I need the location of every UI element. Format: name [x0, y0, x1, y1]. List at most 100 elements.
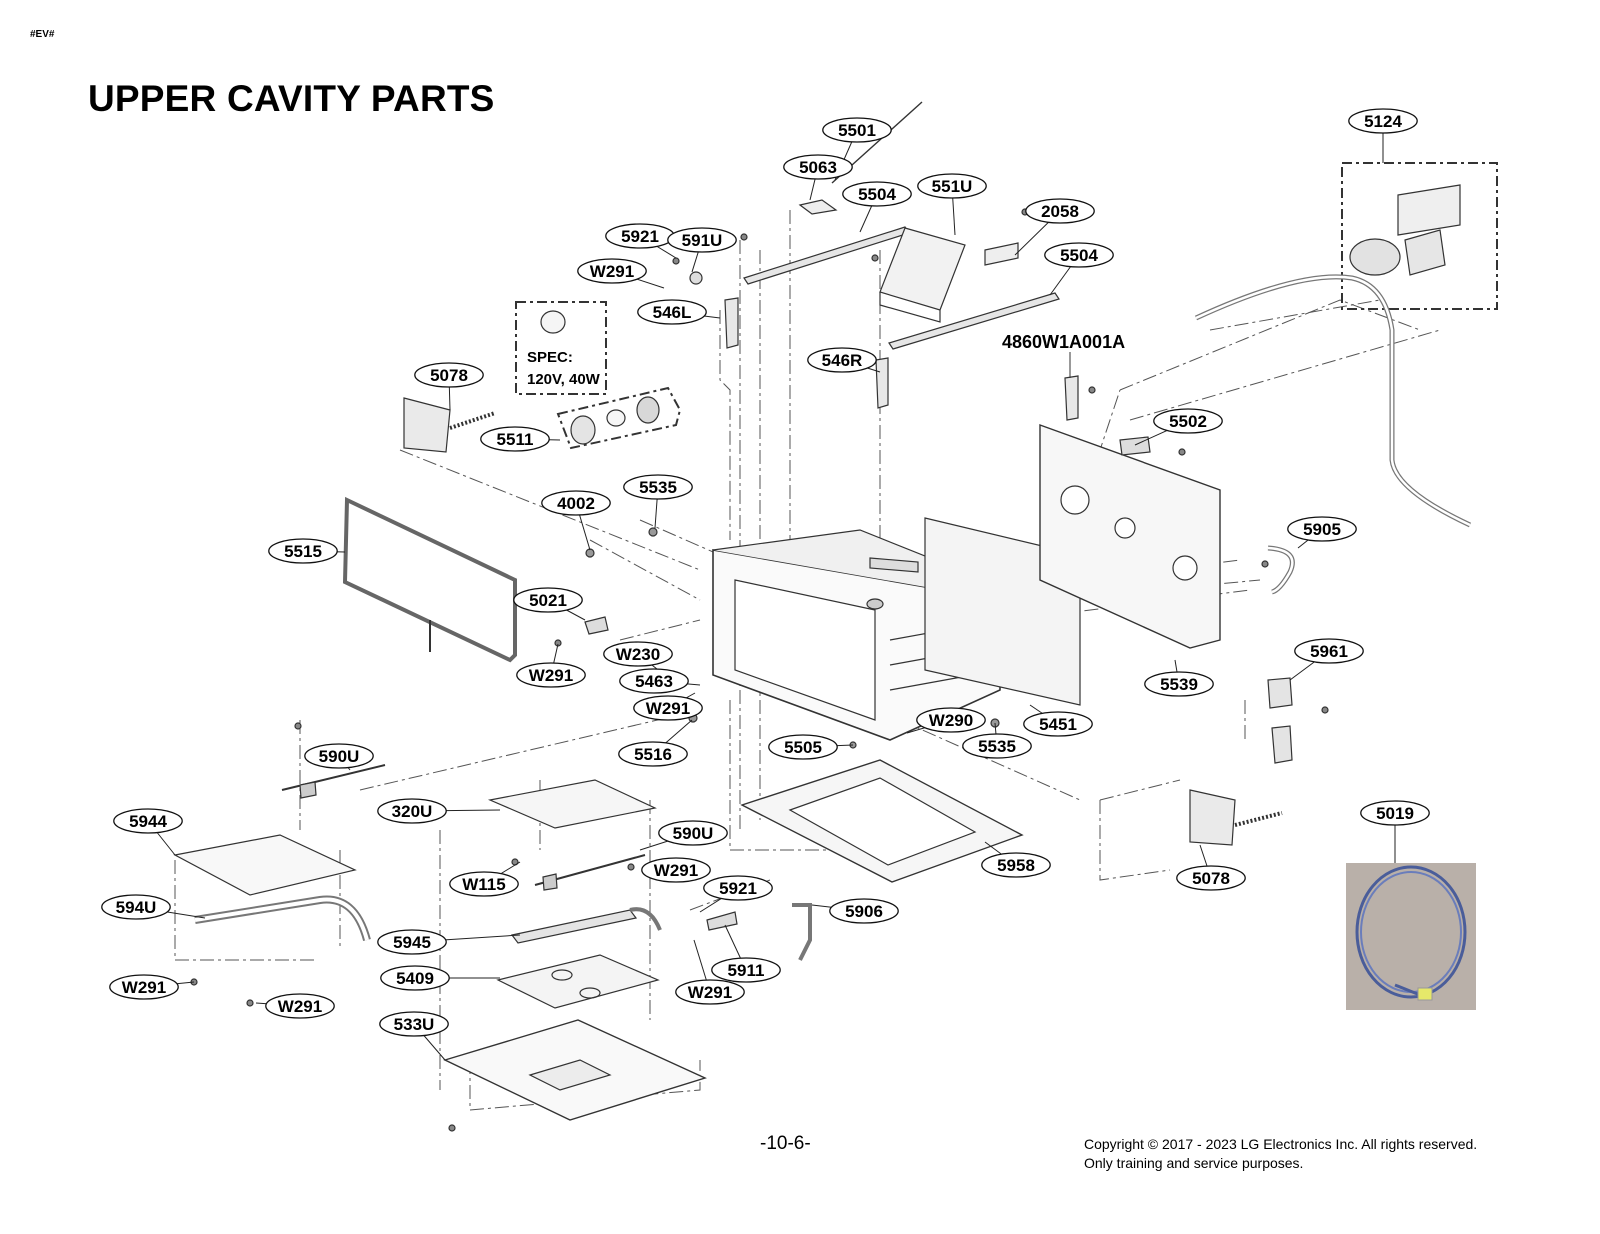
callout-oval	[619, 668, 689, 694]
bulb-spec-line1: SPEC:	[527, 349, 573, 366]
page-number: -10-6-	[760, 1133, 811, 1154]
callout-label: 5124	[1364, 112, 1402, 131]
callout-label: 5911	[728, 961, 765, 980]
callout-5906: 5906	[811, 898, 899, 924]
callout-oval	[703, 875, 773, 901]
callout-oval	[667, 227, 737, 253]
callout-oval	[1044, 242, 1114, 268]
callout-5463: 5463	[619, 668, 701, 694]
callout-w230: W230	[603, 641, 673, 674]
callout-5501: 5501	[822, 117, 892, 181]
callout-oval	[109, 974, 179, 1000]
callout-oval	[379, 1011, 449, 1037]
callout-5921: 5921	[605, 223, 677, 259]
callout-5124: 5124	[1348, 108, 1418, 163]
callout-5451: 5451	[1023, 704, 1093, 737]
callout-590u: 590U	[639, 820, 728, 851]
callout-5921: 5921	[699, 875, 773, 913]
callout-2058: 2058	[1014, 198, 1095, 256]
callout-oval	[380, 965, 450, 991]
callout-5958: 5958	[981, 841, 1051, 878]
callout-oval	[641, 857, 711, 883]
callout-oval	[577, 258, 647, 284]
callout-oval	[1144, 671, 1214, 697]
callout-w291: W291	[577, 258, 665, 289]
callout-label: W291	[688, 983, 732, 1002]
callout-label: 5078	[1192, 869, 1230, 888]
callout-5502: 5502	[1134, 408, 1223, 446]
callout-5905: 5905	[1287, 516, 1357, 549]
callout-label: 551U	[932, 177, 973, 196]
callout-label: 5463	[635, 672, 673, 691]
callout-label: 5505	[784, 738, 822, 757]
document-code-tag: #EV#	[30, 29, 55, 40]
callout-oval	[101, 894, 171, 920]
callout-oval	[962, 733, 1032, 759]
callout-label: 5511	[497, 430, 534, 449]
callout-5504: 5504	[1044, 242, 1114, 296]
callout-label: 5921	[719, 879, 757, 898]
callout-oval	[265, 993, 335, 1019]
callout-5516: 5516	[618, 719, 693, 767]
callout-4002: 4002	[541, 490, 611, 551]
copyright-line-1: Copyright © 2017 - 2023 LG Electronics I…	[1084, 1136, 1478, 1152]
callout-oval	[675, 979, 745, 1005]
callout-oval	[842, 181, 912, 207]
callout-oval	[1025, 198, 1095, 224]
callout-5539: 5539	[1144, 659, 1214, 697]
callout-5078: 5078	[1176, 844, 1246, 891]
callout-w291: W291	[255, 993, 335, 1019]
callout-oval	[513, 587, 583, 613]
callout-label: W230	[616, 645, 660, 664]
callout-w115: W115	[449, 861, 521, 897]
callout-5945: 5945	[377, 929, 521, 955]
callout-label: 546R	[822, 351, 863, 370]
callout-w291: W291	[633, 692, 703, 721]
callout-oval	[1360, 800, 1430, 826]
callout-oval	[1348, 108, 1418, 134]
callout-label: 5409	[396, 969, 434, 988]
callout-oval	[633, 695, 703, 721]
callout-oval	[1294, 638, 1364, 664]
callout-label: 320U	[392, 802, 433, 821]
callout-533u: 533U	[379, 1011, 449, 1061]
callout-label: 5501	[838, 121, 876, 140]
callout-label: 5078	[430, 366, 468, 385]
callout-5078: 5078	[414, 362, 484, 411]
callout-5019: 5019	[1360, 800, 1430, 863]
part-number-4860W1A001A: 4860W1A001A	[1002, 332, 1125, 352]
callout-label: 5516	[634, 745, 672, 764]
callout-oval	[658, 820, 728, 846]
callout-551u: 551U	[917, 173, 987, 236]
callout-label: 2058	[1041, 202, 1079, 221]
callout-label: 5515	[284, 542, 322, 561]
callout-label: 5906	[845, 902, 883, 921]
callout-label: 546L	[653, 303, 692, 322]
callout-label: 5019	[1376, 804, 1414, 823]
callout-label: 5905	[1303, 520, 1341, 539]
callout-label: 5535	[978, 737, 1016, 756]
callout-5515: 5515	[268, 538, 346, 564]
callout-w291: W291	[516, 643, 586, 688]
callout-label: 5451	[1039, 715, 1077, 734]
callout-oval	[414, 362, 484, 388]
callout-oval	[916, 707, 986, 733]
callout-594u: 594U	[101, 894, 206, 920]
callout-546l: 546L	[637, 299, 721, 325]
callout-label: 594U	[116, 898, 157, 917]
callout-320u: 320U	[377, 798, 501, 824]
callout-label: 5961	[1310, 642, 1348, 661]
callout-label: 590U	[673, 824, 714, 843]
callout-oval	[981, 852, 1051, 878]
callout-oval	[1287, 516, 1357, 542]
callout-label: 533U	[394, 1015, 435, 1034]
callout-546r: 546R	[807, 347, 881, 373]
callout-591u: 591U	[667, 227, 737, 273]
callout-w290: W290	[906, 707, 986, 734]
callout-label: W291	[278, 997, 322, 1016]
callout-oval	[917, 173, 987, 199]
callout-5021: 5021	[513, 587, 586, 621]
callout-label: W291	[590, 262, 634, 281]
